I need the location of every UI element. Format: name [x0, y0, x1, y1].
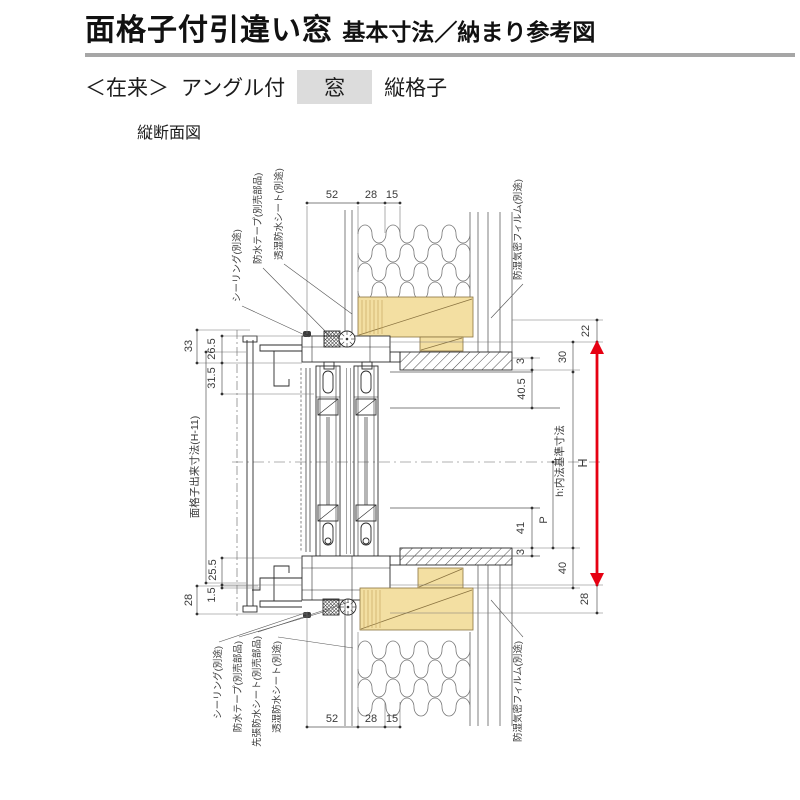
casing-step-top: [389, 351, 401, 363]
grille-bottom-cap: [242, 605, 258, 613]
dim-grille-height: 面格子出来寸法(H-11): [188, 416, 201, 518]
dim-bottom-15: 15: [386, 713, 398, 725]
annotation-vapor-film-bottom: 防湿気密フィルム(別途): [512, 641, 524, 742]
annotation-tape-top: 防水テープ(別売部品): [252, 173, 264, 264]
annotation-labels: シーリング(別途) 防水テープ(別売部品) 透湿防水シート(別途) 防湿気密フィ…: [212, 168, 524, 747]
dim-left-26-5: 26.5: [206, 338, 218, 359]
dim-bottom-52: 52: [326, 713, 338, 725]
title-suffix: 基本寸法／納まり参考図: [342, 19, 596, 45]
face-grille-section: [236, 330, 302, 618]
construction-method-label: ＜在来＞: [85, 76, 169, 100]
product-type-chip: 窓: [297, 69, 373, 104]
interior-finish: [389, 351, 560, 566]
dim-right-p: P: [538, 516, 550, 523]
dim-right-3b: 3: [515, 549, 527, 555]
section-title: 縦断面図: [137, 124, 202, 142]
arrow-head-down: [590, 573, 604, 587]
exterior-sash: [315, 365, 341, 557]
dim-top-15: 15: [386, 189, 398, 201]
dim-right-28: 28: [579, 593, 591, 605]
top-wall-section: [344, 210, 513, 352]
bottom-wall-section: [344, 565, 513, 726]
sill-flashing: [252, 577, 302, 591]
grille-top-bracket: [259, 344, 302, 352]
spec-selector-row: ＜在来＞ アングル付 窓 縦格子: [85, 69, 795, 104]
dim-right-H: H: [576, 458, 590, 467]
dim-right-40-5: 40.5: [516, 378, 528, 399]
annotation-sealing-bottom: シーリング(別途): [212, 646, 224, 719]
sealing-backer-top: [338, 330, 356, 348]
annotation-sealing-top: シーリング(別途): [231, 229, 243, 302]
dimension-dots: [195, 201, 599, 729]
plasterboard-bottom: [399, 547, 513, 566]
dimension-labels: 52 28 15 52 28 15 33 26.5 31.5 面格子出来寸法(H…: [183, 189, 592, 725]
dim-left-1-5: 1.5: [206, 587, 218, 602]
insulation-top: [357, 224, 471, 301]
dim-right-41: 41: [515, 522, 527, 534]
annotation-breathable-sheet-top: 透湿防水シート(別途): [273, 168, 285, 260]
lintel-wood: [357, 296, 474, 352]
annotation-leader-lines: [218, 263, 524, 649]
dim-top-28: 28: [365, 189, 377, 201]
dim-left-25-5: 25.5: [207, 559, 219, 580]
annotation-vapor-film-top: 防湿気密フィルム(別途): [512, 179, 524, 280]
dim-left-33: 33: [183, 340, 195, 352]
plasterboard-top: [399, 351, 513, 371]
insulation-bottom: [357, 640, 471, 717]
casing-step-bottom: [389, 555, 401, 566]
title-underline: [85, 52, 795, 57]
waterproof-tape-top: [323, 330, 341, 348]
arrow-head-up: [590, 340, 604, 354]
sealing-backer-bottom: [339, 598, 357, 616]
title-main: 面格子付引違い窓: [85, 14, 333, 47]
waterproof-tape-bottom: [322, 598, 340, 616]
dim-right-30: 30: [557, 351, 569, 363]
angle-label: アングル付: [181, 76, 286, 100]
grille-bottom-bracket: [259, 600, 302, 608]
dim-inner-standard: h:内法基準寸法: [553, 425, 566, 497]
page-header: 面格子付引違い窓 基本寸法／納まり参考図 ＜在来＞ アングル付 窓 縦格子 縦断…: [85, 12, 795, 143]
dim-top-52: 52: [326, 189, 338, 201]
window-frame-head: [301, 330, 391, 370]
dim-right-3a: 3: [515, 358, 527, 364]
height-arrow: [590, 340, 604, 587]
dim-left-31-5: 31.5: [206, 367, 218, 388]
dim-bottom-28: 28: [365, 713, 377, 725]
sliding-sashes: [300, 365, 379, 557]
dim-right-22: 22: [580, 325, 592, 337]
grille-type-label: 縦格子: [384, 76, 448, 100]
annotation-tape-bottom: 防水テープ(別売部品): [232, 641, 244, 732]
page-title: 面格子付引違い窓 基本寸法／納まり参考図: [85, 12, 795, 50]
annotation-pre-sheet-bottom: 先張防水シート(別売部品): [251, 636, 263, 747]
grille-top-cap: [242, 335, 258, 343]
dim-right-40: 40: [557, 562, 569, 574]
annotation-breathable-sheet-bottom: 透湿防水シート(別途): [271, 641, 283, 733]
dim-left-28: 28: [183, 594, 195, 606]
interior-sash: [353, 365, 379, 557]
sill-wood: [359, 567, 474, 631]
